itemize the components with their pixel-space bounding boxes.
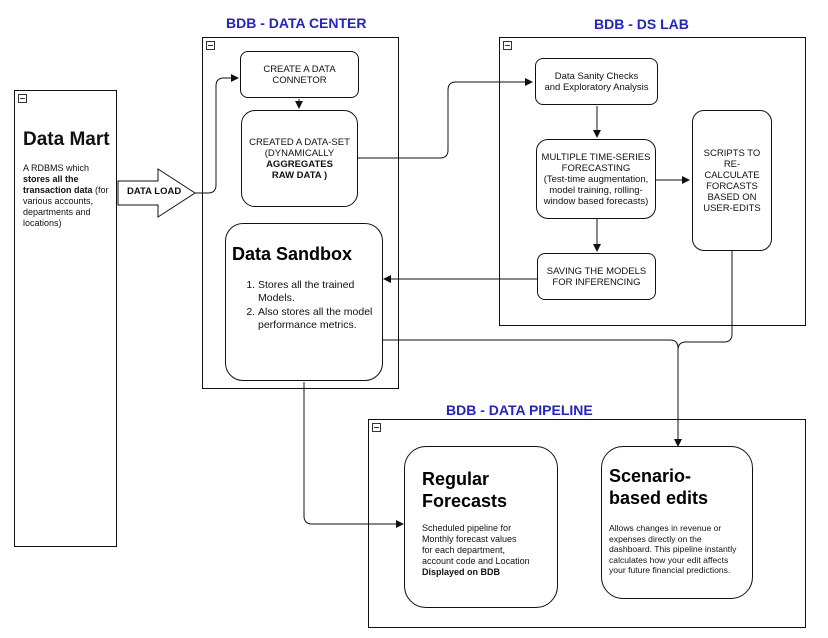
data-mart-description: A RDBMS which stores all the transaction… <box>23 163 115 229</box>
data-center-title: BDB - DATA CENTER <box>226 15 367 31</box>
collapse-icon[interactable] <box>372 423 381 432</box>
box-label: CREATED A DATA-SET <box>249 136 350 148</box>
card-desc-line: your future financial predictions. <box>609 565 731 575</box>
data-mart-title: Data Mart <box>23 129 110 150</box>
collapse-icon[interactable] <box>18 94 27 103</box>
data-sandbox-list: Stores all the trained Models. Also stor… <box>240 279 388 333</box>
saving-models-box[interactable]: SAVING THE MODELS FOR INFERENCING <box>537 253 656 300</box>
create-connector-box[interactable]: CREATE A DATA CONNETOR <box>240 51 359 98</box>
data-mart-desc-bold: transaction data <box>23 185 93 195</box>
box-label: AGGREGATES <box>266 158 333 170</box>
scenario-edits-desc: Allows changes in revenue or expenses di… <box>609 523 754 576</box>
box-label: model training, rolling- <box>549 184 643 196</box>
data-mart-desc-line: A RDBMS which <box>23 163 90 173</box>
box-label: Data Sanity Checks <box>554 70 639 82</box>
scenario-edits-title: Scenario- based edits <box>609 465 708 509</box>
connector-line <box>674 251 733 447</box>
card-desc-line: expenses directly on the <box>609 533 702 544</box>
data-load-label: DATA LOAD <box>127 186 182 197</box>
box-label: CALCULATE <box>704 169 760 181</box>
connector-line <box>303 382 404 528</box>
box-label: FORECASTING <box>561 162 631 174</box>
box-label: SCRIPTS TO RE- <box>703 147 761 170</box>
card-desc-line: account code and Location <box>422 556 530 566</box>
box-label: USER-EDITS <box>703 202 761 214</box>
box-label: RAW DATA ) <box>271 169 328 181</box>
data-mart-box: Data Mart A RDBMS which stores all the t… <box>14 90 117 547</box>
card-desc-line: Scheduled pipeline for <box>422 523 512 533</box>
data-mart-desc-line: departments and <box>23 207 91 217</box>
box-label: SAVING THE MODELS <box>546 265 647 277</box>
forecasting-box[interactable]: MULTIPLE TIME-SERIES FORECASTING (Test-t… <box>536 139 656 219</box>
box-label: (DYNAMICALLY <box>264 147 335 159</box>
regular-forecasts-card[interactable]: Regular Forecasts Scheduled pipeline for… <box>404 446 558 608</box>
regular-forecasts-desc: Scheduled pipeline for Monthly forecast … <box>422 523 557 578</box>
scenario-edits-card[interactable]: Scenario- based edits Allows changes in … <box>601 446 753 599</box>
box-label: FOR INFERENCING <box>552 276 641 288</box>
box-label: window based forecasts) <box>543 195 649 207</box>
box-label: FORCASTS <box>706 180 758 192</box>
data-sandbox-title: Data Sandbox <box>232 244 353 264</box>
connector-line <box>195 74 239 194</box>
card-title-line: Forecasts <box>422 491 508 511</box>
box-label: MULTIPLE TIME-SERIES <box>541 151 651 163</box>
card-desc-line: Displayed on BDB <box>422 567 501 577</box>
data-mart-desc-line: various accounts, <box>23 196 94 206</box>
data-mart-desc-line: stores all the <box>23 174 79 184</box>
card-title-line: Regular <box>422 469 490 489</box>
card-desc-line: for each department, <box>422 545 506 555</box>
ds-lab-title: BDB - DS LAB <box>594 16 689 32</box>
data-load-arrow <box>117 168 196 218</box>
recalculate-scripts-box[interactable]: SCRIPTS TO RE- CALCULATE FORCASTS BASED … <box>692 110 772 251</box>
regular-forecasts-title: Regular Forecasts <box>422 468 507 512</box>
connector-line <box>358 78 533 159</box>
card-desc-line: Monthly forecast values <box>422 534 517 544</box>
card-title-line: Scenario- <box>609 466 692 486</box>
box-label: (Test-time augmentation, <box>543 173 649 185</box>
collapse-icon[interactable] <box>503 41 512 50</box>
connector-line <box>382 339 679 349</box>
card-desc-line: calculates how your edit affects <box>609 554 729 565</box>
card-title-line: based edits <box>609 488 709 508</box>
create-dataset-box[interactable]: CREATED A DATA-SET (DYNAMICALLY AGGREGAT… <box>241 110 358 207</box>
card-desc-line: dashboard. This pipeline instantly <box>609 544 737 554</box>
sanity-checks-box[interactable]: Data Sanity Checks and Exploratory Analy… <box>535 58 658 105</box>
list-item: Stores all the trained Models. <box>258 279 388 305</box>
data-mart-desc-rest: (for <box>92 185 109 195</box>
box-label: CONNETOR <box>272 74 327 86</box>
card-desc-line: Allows changes in revenue or <box>609 523 722 533</box>
collapse-icon[interactable] <box>206 41 215 50</box>
box-label: and Exploratory Analysis <box>544 81 649 93</box>
list-item: Also stores all the model performance me… <box>258 306 388 332</box>
data-sandbox-card[interactable]: Data Sandbox Stores all the trained Mode… <box>225 223 383 381</box>
data-pipeline-title: BDB - DATA PIPELINE <box>446 402 593 418</box>
box-label: CREATE A DATA <box>263 63 336 75</box>
box-label: BASED ON <box>707 191 757 203</box>
data-mart-desc-line: locations) <box>23 218 62 228</box>
